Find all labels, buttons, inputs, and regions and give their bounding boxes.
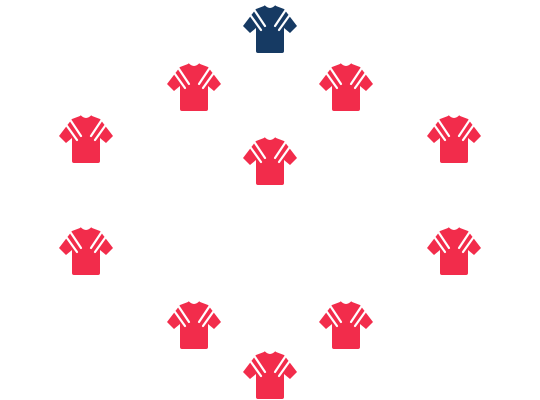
player-jersey-icon[interactable] [317, 60, 375, 112]
player-jersey-icon[interactable] [425, 224, 483, 276]
goalkeeper-jersey-icon[interactable] [241, 2, 299, 54]
player-jersey-icon[interactable] [317, 298, 375, 350]
player-jersey-icon[interactable] [57, 112, 115, 164]
player-jersey-icon[interactable] [165, 298, 223, 350]
player-jersey-icon[interactable] [241, 134, 299, 186]
player-jersey-icon[interactable] [57, 224, 115, 276]
player-jersey-icon[interactable] [425, 112, 483, 164]
player-jersey-icon[interactable] [241, 348, 299, 400]
player-jersey-icon[interactable] [165, 60, 223, 112]
